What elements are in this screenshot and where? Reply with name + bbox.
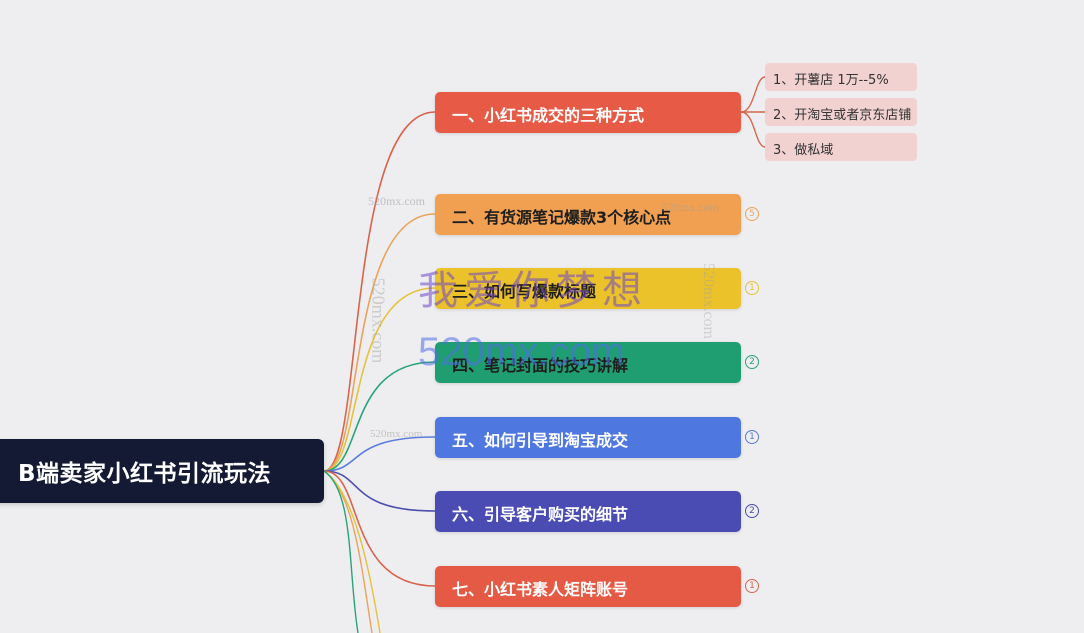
connector-line: [323, 361, 436, 472]
branch-label: 一、小红书成交的三种方式: [452, 106, 645, 125]
leaf-node-1[interactable]: 1、开薯店 1万--5%: [765, 63, 917, 91]
leaf-node-3[interactable]: 3、做私域: [765, 133, 917, 161]
leaf-connector-line: [740, 76, 766, 113]
root-label: B端卖家小红书引流玩法: [18, 461, 272, 487]
connector-line: [323, 111, 436, 472]
branch-node-1[interactable]: 一、小红书成交的三种方式: [435, 92, 741, 133]
branch-node-7[interactable]: 七、小红书素人矩阵账号: [435, 566, 741, 607]
branch-node-6[interactable]: 六、引导客户购买的细节: [435, 491, 741, 532]
branch-label: 五、如何引导到淘宝成交: [452, 431, 629, 450]
branch-label: 三、如何写爆款标题: [452, 282, 597, 301]
branch-label: 四、笔记封面的技巧讲解: [452, 356, 629, 375]
leaf-label: 2、开淘宝或者京东店铺: [773, 108, 912, 123]
connector-line: [323, 470, 436, 587]
connector-line: [323, 287, 436, 472]
connector-line: [323, 436, 436, 472]
collapsed-count-badge[interactable]: 1: [745, 281, 759, 295]
collapsed-count-badge[interactable]: 5: [745, 207, 759, 221]
leaf-label: 3、做私域: [773, 143, 834, 158]
branch-label: 七、小红书素人矩阵账号: [452, 580, 629, 599]
leaf-label: 1、开薯店 1万--5%: [773, 73, 889, 88]
root-node[interactable]: B端卖家小红书引流玩法: [0, 439, 324, 503]
collapsed-count-badge[interactable]: 2: [745, 355, 759, 369]
collapsed-count-badge[interactable]: 1: [745, 430, 759, 444]
leaf-connector-line: [740, 111, 766, 148]
leaf-node-2[interactable]: 2、开淘宝或者京东店铺: [765, 98, 917, 126]
branch-node-2[interactable]: 二、有货源笔记爆款3个核心点: [435, 194, 741, 235]
branch-node-5[interactable]: 五、如何引导到淘宝成交: [435, 417, 741, 458]
connector-line: [323, 213, 436, 472]
branch-label: 六、引导客户购买的细节: [452, 505, 629, 524]
branch-label: 二、有货源笔记爆款3个核心点: [452, 208, 672, 227]
connector-line: [323, 470, 436, 512]
branch-node-4[interactable]: 四、笔记封面的技巧讲解: [435, 342, 741, 383]
collapsed-count-badge[interactable]: 1: [745, 579, 759, 593]
branch-node-3[interactable]: 三、如何写爆款标题: [435, 268, 741, 309]
collapsed-count-badge[interactable]: 2: [745, 504, 759, 518]
connector-line: [323, 470, 359, 633]
